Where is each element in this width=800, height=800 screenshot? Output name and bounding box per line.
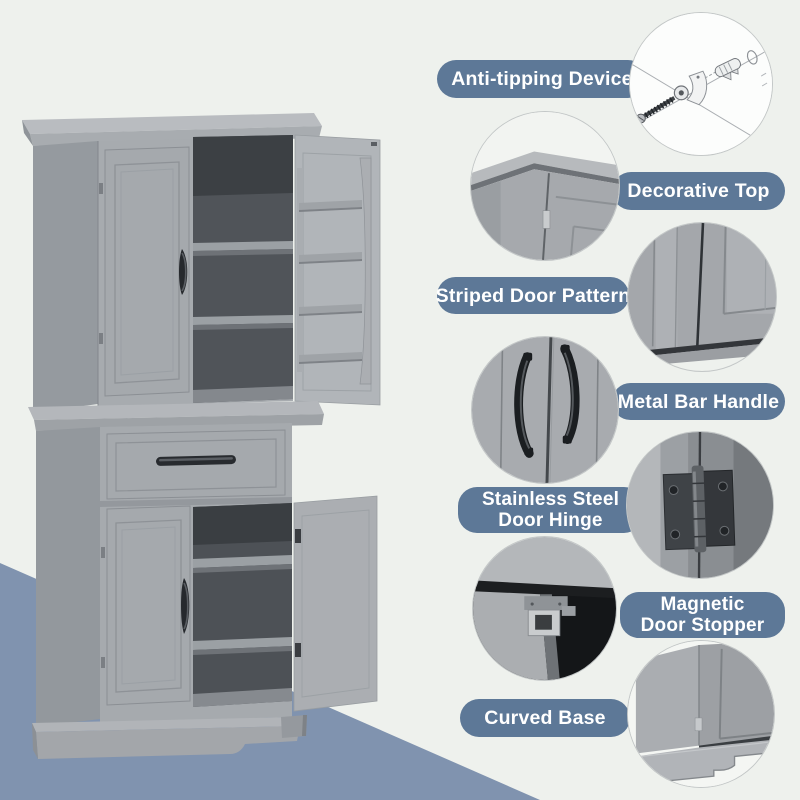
magnetic-stopper-closeup-icon xyxy=(473,537,616,680)
black-bar-handles-closeup-icon xyxy=(472,337,618,483)
drawer-handle xyxy=(155,455,236,466)
striped-door-closeup-icon xyxy=(628,223,776,371)
feature-label-decorative-top: Decorative Top xyxy=(612,172,785,210)
feature-label-metal-bar-handle: Metal Bar Handle xyxy=(612,383,785,420)
curved-base-closeup-icon xyxy=(628,641,774,787)
feature-label-text: Door Stopper xyxy=(640,615,765,636)
feature-label-magnetic-door-stopper: Magnetic Door Stopper xyxy=(620,592,785,638)
cabinet-top-corner-closeup-icon xyxy=(471,112,619,260)
anti-tipping-hardware-diagram-icon xyxy=(630,13,772,155)
callout-circle-magnetic-door-stopper xyxy=(472,536,617,681)
feature-label-striped-door-pattern: Striped Door Pattern xyxy=(435,277,631,314)
feature-label-text: Magnetic xyxy=(660,594,745,615)
feature-label-text: Anti-tipping Device xyxy=(451,68,633,90)
door-hinge-closeup-icon xyxy=(627,432,773,578)
callout-circle-anti-tipping-device xyxy=(629,12,773,156)
cabinet-waist xyxy=(28,401,324,431)
feature-label-anti-tipping-device: Anti-tipping Device xyxy=(437,60,647,98)
callout-circle-metal-bar-handle xyxy=(471,336,619,484)
feature-label-curved-base: Curved Base xyxy=(460,699,630,737)
feature-label-text: Curved Base xyxy=(484,707,606,729)
callout-circle-stainless-steel-door-hinge xyxy=(626,431,774,579)
feature-label-text: Stainless Steel xyxy=(481,489,620,510)
callout-circle-decorative-top xyxy=(470,111,620,261)
feature-label-stainless-steel-door-hinge: Stainless Steel Door Hinge xyxy=(458,487,643,533)
feature-label-text: Metal Bar Handle xyxy=(617,390,780,413)
door-rack-shelves xyxy=(299,200,362,364)
feature-label-text: Door Hinge xyxy=(498,510,603,531)
callout-circle-curved-base xyxy=(627,640,775,788)
callout-circle-striped-door-pattern xyxy=(627,222,777,372)
cabinet-upper-section xyxy=(22,113,381,413)
feature-label-text: Striped Door Pattern xyxy=(435,284,631,307)
feature-label-text: Decorative Top xyxy=(627,180,770,202)
cabinet-lower-section xyxy=(32,423,378,759)
